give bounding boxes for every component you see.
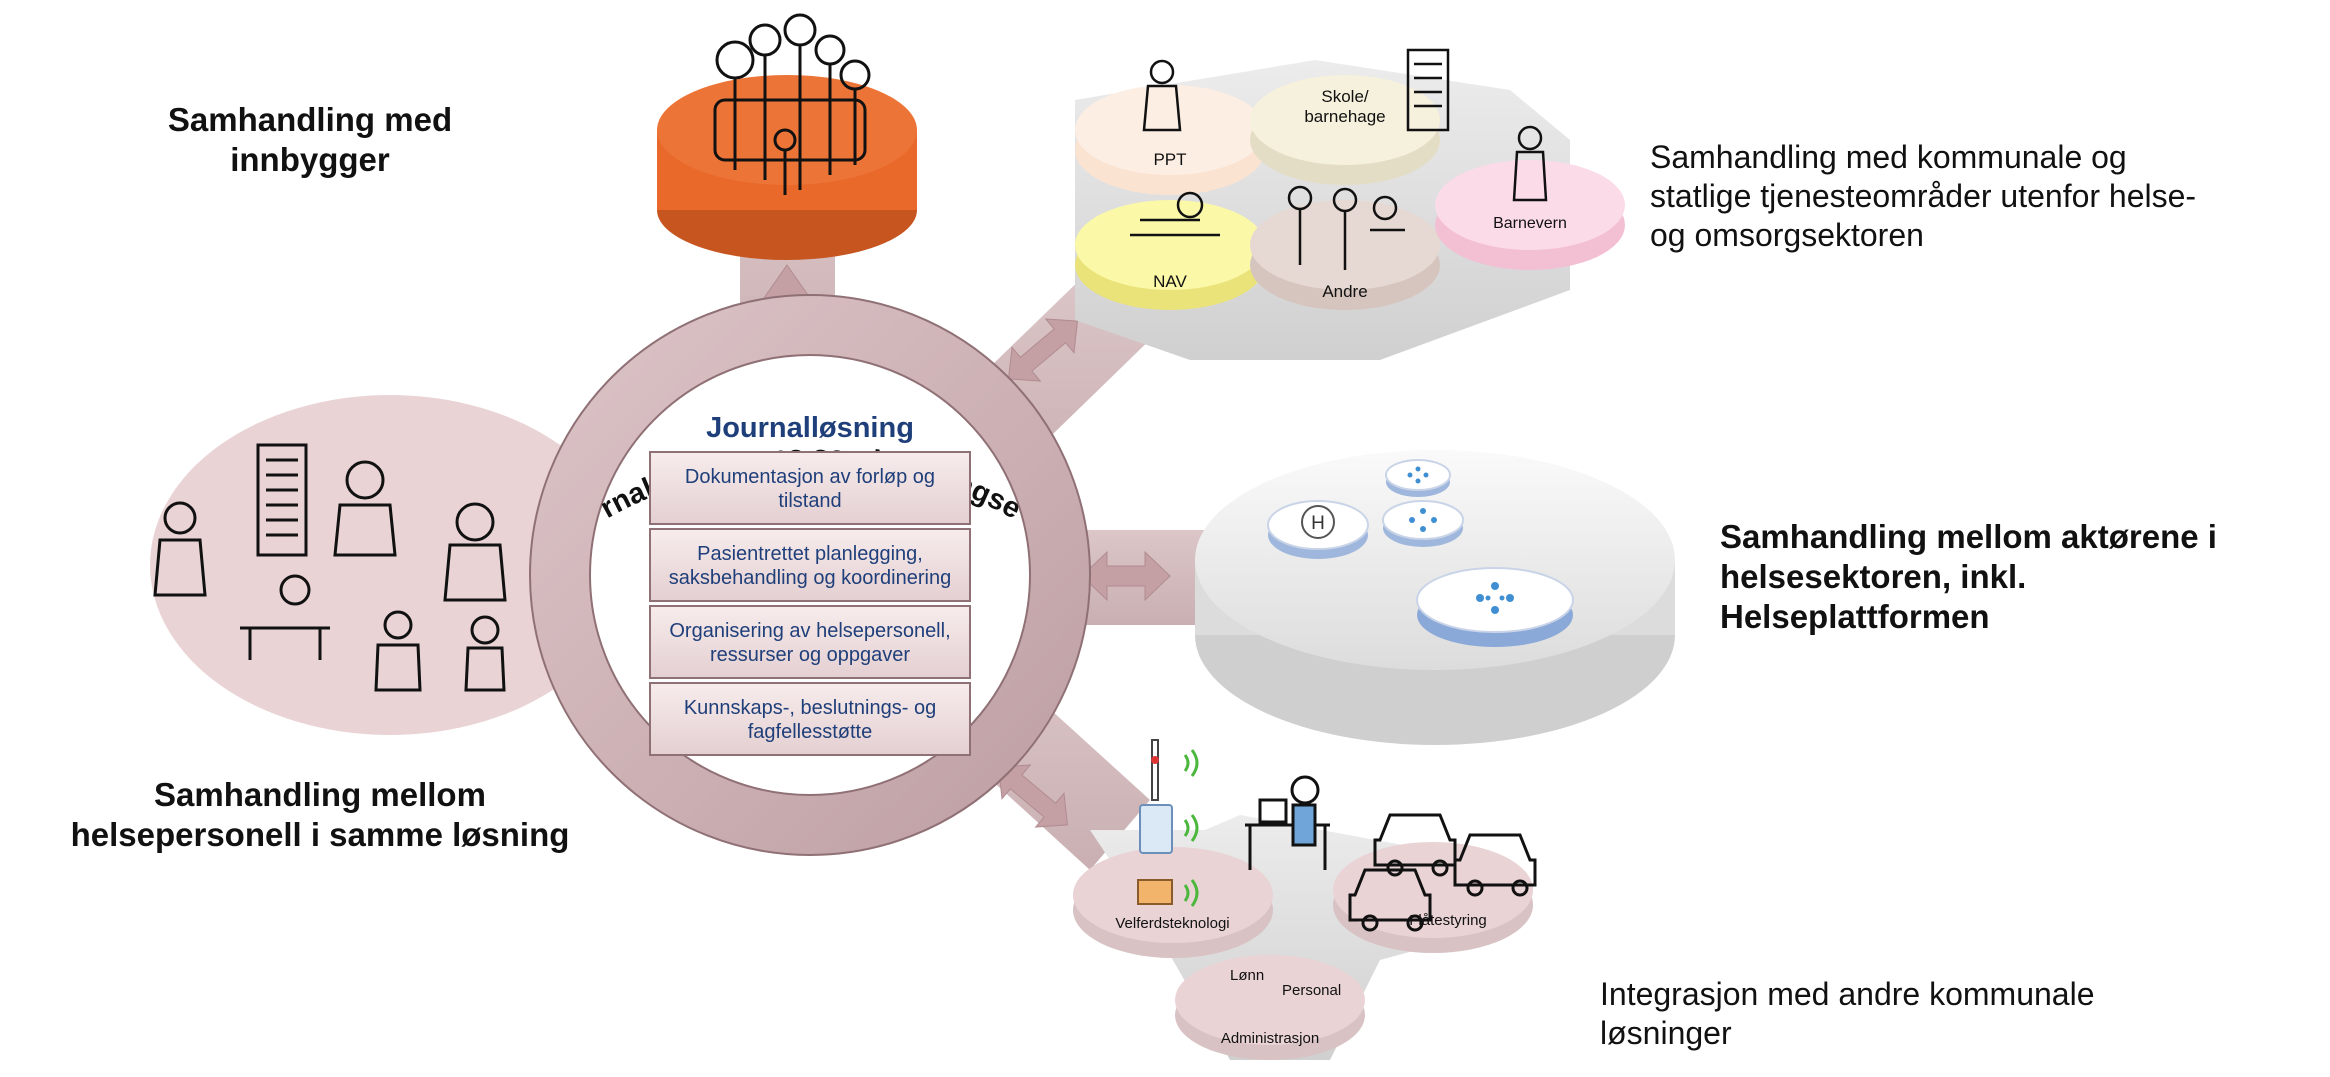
- integration-label-velferd: Velferdsteknologi: [1115, 915, 1230, 932]
- hospital-icon: [1301, 505, 1335, 539]
- helseplattformen-node: [1416, 567, 1574, 647]
- function-box-text: Organisering av helsepersonell,ressurser…: [669, 620, 950, 666]
- admin-node: [1175, 955, 1365, 1060]
- person-icon: [1142, 59, 1182, 132]
- building-icon: [1406, 48, 1450, 132]
- sector-label-ppt: PPT: [1153, 150, 1187, 169]
- small-node-top: [1385, 459, 1451, 497]
- flate-node: [1333, 842, 1533, 953]
- helsepersonell-node: [150, 395, 630, 735]
- integrasjon-group: [1073, 739, 1537, 1060]
- car-icon: [1348, 868, 1432, 922]
- car-icons: [1348, 813, 1537, 932]
- kommunale-plate: [1075, 48, 1625, 360]
- function-box: [649, 605, 971, 679]
- function-box: [649, 451, 971, 525]
- hospital-mark: H: [1311, 513, 1325, 534]
- sector-label-nav: NAV: [1153, 272, 1187, 291]
- person-at-desk-icon: [1130, 191, 1220, 237]
- integration-label-personal: Personal: [1282, 982, 1342, 999]
- stove-icon: [1137, 879, 1173, 905]
- sector-label-barnevern: Barnevern: [1493, 215, 1567, 232]
- sensor-icon: [1151, 739, 1159, 801]
- health-workers-icon: [153, 460, 507, 692]
- medium-node: [1382, 500, 1464, 547]
- journal-title: Journalløsning: [706, 412, 914, 444]
- car-icon: [1453, 833, 1537, 887]
- hospital-node: H: [1267, 500, 1369, 559]
- operator-at-desk-icon: [1245, 775, 1330, 870]
- sector-label-skole: Skole/barnehage: [1304, 87, 1386, 126]
- signal-icon: [1183, 749, 1199, 907]
- helsesektoren-disc: H: [1195, 450, 1675, 745]
- people-group-icon: [1287, 185, 1405, 270]
- tablet-icon: [1139, 804, 1173, 854]
- integration-label-lonn: Lønn: [1230, 967, 1265, 984]
- integration-label-flate: Flåtestyring: [1409, 912, 1487, 929]
- sector-andre: [1250, 185, 1440, 310]
- citizens-group-icon: [713, 13, 871, 195]
- function-box: [649, 682, 971, 756]
- building-icon: [256, 443, 308, 557]
- function-box-text: Pasientrettet planlegging,saksbehandling…: [669, 543, 951, 589]
- function-box: [649, 528, 971, 602]
- innbygger-node: [657, 13, 917, 260]
- person-icon: [1512, 125, 1548, 202]
- sector-nav: [1075, 191, 1265, 310]
- integration-label-admin: Administrasjon: [1220, 1030, 1320, 1047]
- dot-cluster-icon: [1476, 582, 1514, 614]
- sector-barnevern: [1435, 125, 1625, 270]
- car-icon: [1373, 813, 1457, 867]
- welfare-tech-icons: [1137, 739, 1330, 907]
- dot-cluster-icon: [1407, 466, 1429, 484]
- sector-ppt: [1075, 59, 1265, 195]
- dot-cluster-icon: [1409, 508, 1437, 532]
- sector-skole: [1250, 48, 1450, 185]
- sector-label-andre: Andre: [1322, 282, 1368, 301]
